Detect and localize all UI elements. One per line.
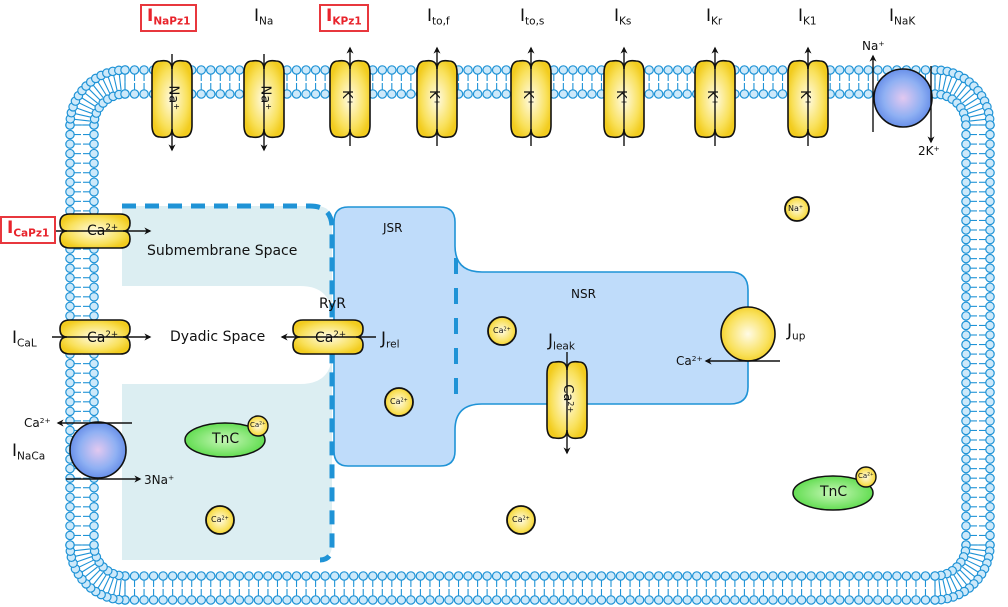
free-ion [384,387,414,417]
submembrane-boundary [122,203,335,563]
channel-ion-label: Na+ [165,85,181,110]
current-label-icapz1: ICaPz1 [0,216,57,245]
current-label-inak: INaK [889,6,916,28]
free-ion-label: Ca2+ [390,397,408,406]
bound-ca-ion [855,466,877,488]
free-ion [487,316,517,346]
naca-out-ion-label: Ca2+ [24,416,51,431]
channel-ion-label: K+ [796,90,813,106]
nak-out-ion-label: Na+ [862,39,885,54]
capz1-channel-ion: Ca2+ [87,223,119,239]
jup-label: Jup [787,321,806,343]
serca-pump [720,306,776,362]
submembrane-space-label: Submembrane Space [147,243,298,259]
bound-ca-label: Ca2+ [858,472,874,480]
current-label-ical: ICaL [12,328,37,350]
jrel-label: Jrel [381,329,400,351]
tnc-buffer [792,475,874,511]
naca-in-ion-label: 3Na+ [144,473,175,488]
current-label-inapz1: INaPz1 [140,4,198,33]
current-label-iks: IKs [614,6,632,28]
jsr-label: JSR [383,221,403,235]
cal-channel-ion: Ca2+ [87,330,119,346]
channel-ion-label: K+ [703,90,720,106]
nak-pump [873,68,933,128]
serca-ion-label: Ca2+ [676,354,703,369]
nak-in-ion-label: 2K+ [918,144,940,159]
current-label-ik1: IK1 [798,6,817,28]
sarcoplasmic-reticulum [333,206,749,467]
ryr-label: RyR [319,296,346,312]
dyadic-space [122,286,332,384]
tnc-label-2: TnC [820,484,848,500]
nsr-label: NSR [571,287,596,301]
current-label-ikr: IKr [706,6,723,28]
current-label-itos: Ito,s [520,6,545,28]
current-label-itof: Ito,f [427,6,450,28]
channel-ion-label: Na+ [257,85,273,110]
free-ion-label: Ca2+ [211,515,229,524]
channel-ion-label: K+ [612,90,629,106]
current-label-ikpz1: IKPz1 [319,4,369,33]
leak-channel-ion: Ca2+ [559,384,576,414]
free-ion-label: Ca2+ [512,515,530,524]
bound-ca-ion [247,415,269,437]
channel-ion-label: K+ [338,90,355,106]
free-ion [205,505,235,535]
current-label-inaca: INaCa [12,441,46,463]
dyadic-space-label: Dyadic Space [170,329,266,345]
jleak-label: Jleak [548,331,575,353]
tnc-label-1: TnC [212,431,240,447]
ryr-channel-ion: Ca2+ [315,330,347,346]
free-ion-label: Ca2+ [493,326,511,335]
channel-ion-label: K+ [519,90,536,106]
channel-ion-label: K+ [425,90,442,106]
naca-exchanger [69,421,127,479]
bound-ca-label: Ca2+ [250,421,266,429]
free-ion [784,196,810,222]
free-ion-label: Na+ [788,204,804,213]
current-label-ina: INa [254,6,274,28]
tnc-buffer [184,422,266,458]
free-ion [506,505,536,535]
